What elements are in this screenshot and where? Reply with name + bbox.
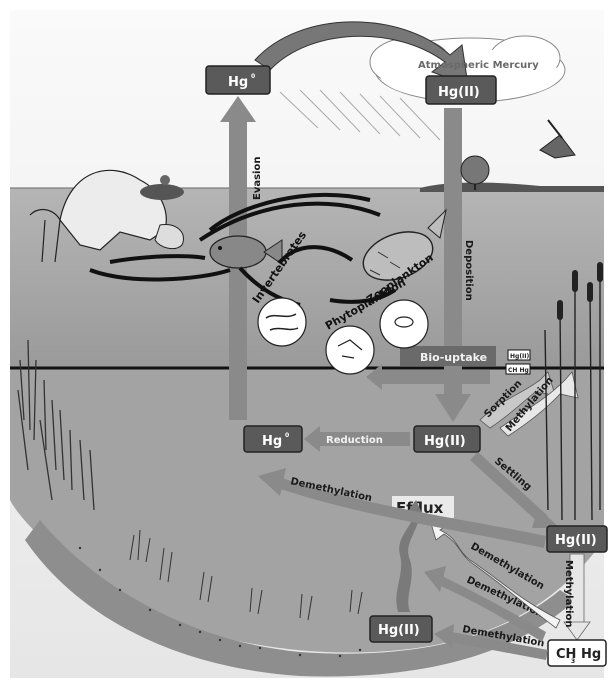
hg2-sediment-right-box: Hg(II) bbox=[547, 526, 607, 552]
svg-text:Hg: Hg bbox=[228, 75, 248, 90]
svg-text:Hg(II): Hg(II) bbox=[424, 434, 466, 449]
svg-text:0: 0 bbox=[285, 432, 289, 439]
svg-text:Bio-uptake: Bio-uptake bbox=[420, 351, 487, 364]
hg0-atmosphere-box: Hg 0 bbox=[206, 66, 270, 94]
svg-text:Hg(II): Hg(II) bbox=[438, 85, 480, 100]
svg-text:Hg(II): Hg(II) bbox=[378, 623, 420, 638]
svg-text:Hg(II): Hg(II) bbox=[510, 353, 530, 360]
hg2-atmosphere-box: Hg(II) bbox=[426, 76, 496, 104]
svg-text:Reduction: Reduction bbox=[326, 435, 383, 446]
hg0-water-box: Hg 0 bbox=[244, 426, 302, 452]
svg-text:Hg(II): Hg(II) bbox=[555, 533, 597, 548]
svg-text:Deposition: Deposition bbox=[463, 240, 474, 301]
svg-text:Evasion: Evasion bbox=[252, 157, 263, 200]
hg2-water-box: Hg(II) bbox=[414, 426, 480, 452]
svg-text:0: 0 bbox=[251, 73, 255, 80]
svg-text:CH Hg: CH Hg bbox=[508, 367, 529, 374]
ch3hg-sediment-box: CH Hg 3 bbox=[548, 640, 606, 666]
svg-text:Hg: Hg bbox=[262, 434, 282, 449]
svg-text:CH Hg: CH Hg bbox=[556, 647, 601, 662]
atmospheric-mercury-label: Atmospheric Mercury bbox=[418, 60, 539, 71]
svg-text:Methylation: Methylation bbox=[563, 560, 574, 628]
svg-text:3: 3 bbox=[571, 658, 575, 665]
hg2-sediment-bottom-box: Hg(II) bbox=[370, 616, 432, 642]
